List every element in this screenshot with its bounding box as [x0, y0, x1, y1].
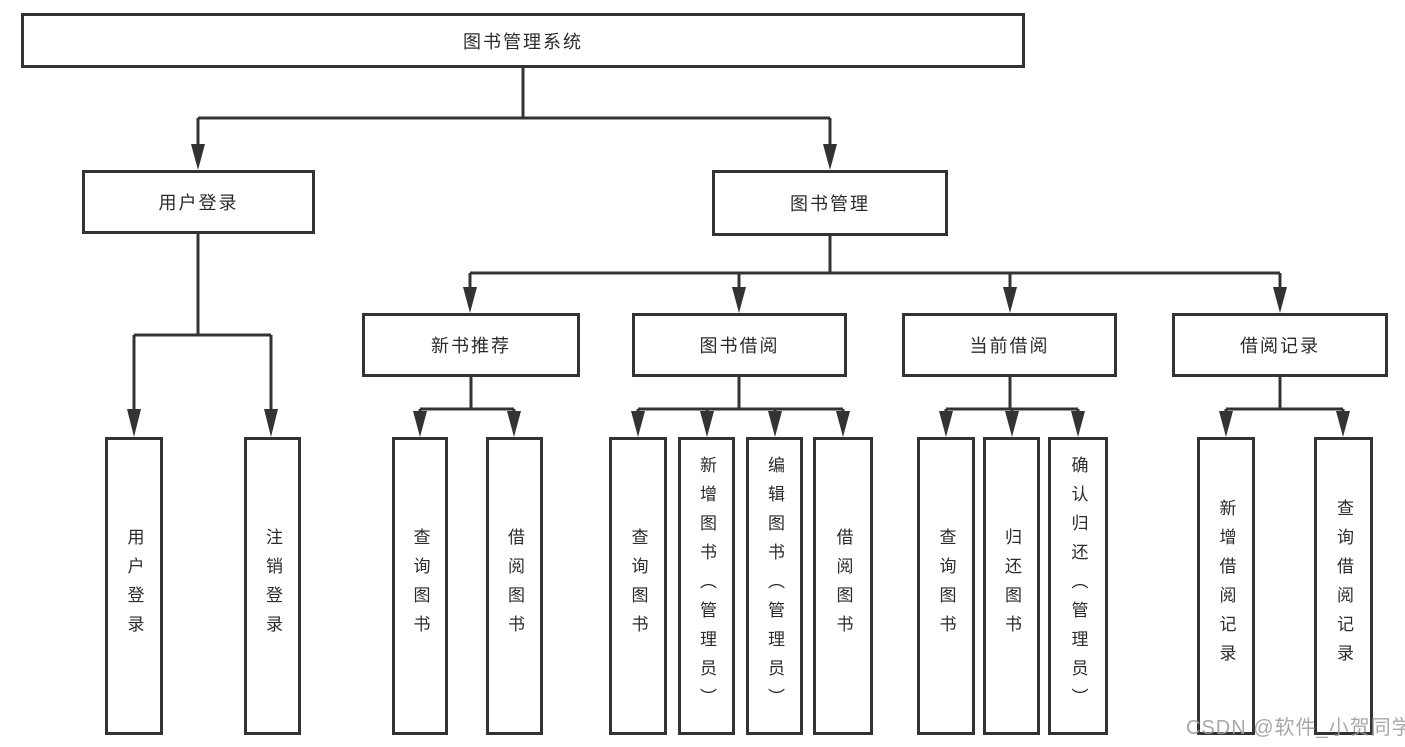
node-borrow-record-label: 借阅记录 — [1240, 336, 1320, 356]
leaf-record-query: 查询借阅记录 — [1314, 437, 1373, 735]
leaf-record-add: 新增借阅记录 — [1197, 437, 1255, 735]
node-current-borrow: 当前借阅 — [902, 313, 1117, 377]
node-new-book-recommend: 新书推荐 — [362, 313, 580, 377]
leaf-logout: 注销登录 — [244, 437, 301, 735]
leaf-confirm-return-admin-label: 确认归还（管理员） — [1068, 455, 1088, 717]
leaf-borrow-book-label: 借阅图书 — [833, 528, 853, 644]
csdn-watermark: CSDN @软件_小贺同学 — [1186, 717, 1405, 739]
leaf-newbook-query: 查询图书 — [392, 437, 448, 735]
leaf-newbook-borrow-label: 借阅图书 — [505, 528, 524, 644]
leaf-borrow-query-label: 查询图书 — [628, 528, 648, 644]
node-user-login-label: 用户登录 — [158, 193, 239, 213]
leaf-record-query-label: 查询借阅记录 — [1334, 499, 1353, 673]
leaf-return-book: 归还图书 — [983, 437, 1040, 735]
leaf-newbook-borrow: 借阅图书 — [486, 437, 543, 735]
node-book-management-label: 图书管理 — [790, 194, 870, 214]
leaf-logout-label: 注销登录 — [263, 528, 282, 644]
node-user-login: 用户登录 — [82, 170, 315, 234]
leaf-confirm-return-admin: 确认归还（管理员） — [1048, 437, 1108, 735]
leaf-user-login-label: 用户登录 — [124, 528, 144, 644]
node-current-borrow-label: 当前借阅 — [969, 336, 1050, 356]
leaf-current-query: 查询图书 — [917, 437, 975, 735]
leaf-user-login: 用户登录 — [105, 437, 163, 735]
leaf-borrow-add-admin-label: 新增图书（管理员） — [697, 455, 716, 717]
leaf-borrow-add-admin: 新增图书（管理员） — [678, 437, 735, 735]
leaf-return-book-label: 归还图书 — [1002, 528, 1021, 644]
node-root-system: 图书管理系统 — [21, 13, 1025, 68]
leaf-borrow-query: 查询图书 — [609, 437, 667, 735]
node-new-book-recommend-label: 新书推荐 — [431, 336, 511, 356]
leaf-borrow-book: 借阅图书 — [813, 437, 873, 735]
leaf-current-query-label: 查询图书 — [936, 528, 956, 644]
leaf-borrow-edit-admin-label: 编辑图书（管理员） — [765, 455, 784, 717]
node-root-label: 图书管理系统 — [463, 31, 583, 52]
leaf-record-add-label: 新增借阅记录 — [1216, 499, 1236, 673]
leaf-borrow-edit-admin: 编辑图书（管理员） — [746, 437, 803, 735]
node-book-borrow-label: 图书借阅 — [699, 336, 780, 356]
leaf-newbook-query-label: 查询图书 — [410, 528, 430, 644]
node-book-borrow: 图书借阅 — [632, 313, 847, 377]
node-book-management: 图书管理 — [712, 170, 948, 236]
node-borrow-record: 借阅记录 — [1172, 313, 1388, 377]
